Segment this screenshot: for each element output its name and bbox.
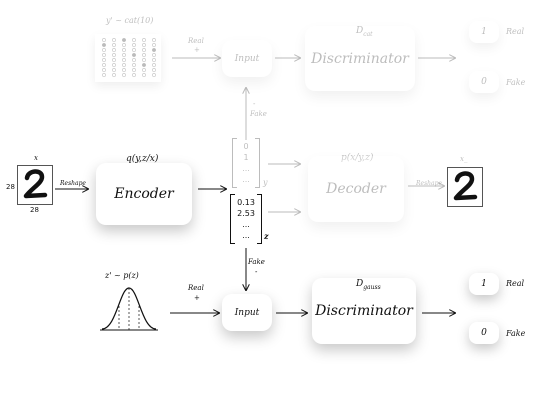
gauss-prior-label: z' ~ p(z) [105,271,139,280]
gaussian-curve-icon [100,287,158,331]
decoder-box: Decoder [308,156,404,222]
top-out-fake-value: 0 [469,71,499,93]
top-out-real-value: 1 [469,21,499,43]
reshape-out-label: Reshape [416,180,442,187]
bottom-out-fake-label: Fake [506,329,526,338]
encoder-box: Encoder [96,163,192,225]
bottom-plus-label: + [194,294,200,302]
discriminator-gauss-box: Discriminator [312,278,416,344]
top-real-label: Real [188,37,204,45]
top-fake-label: Fake [250,110,267,118]
input-digit-image [17,165,53,205]
y-label: y [263,178,268,187]
reshape-in-label: Reshape [60,180,86,187]
discriminator-cat-box: Discriminator [305,26,415,91]
discriminator-cat-label: Discriminator [311,50,409,67]
encoder-caption: q(y,z/x) [126,154,159,164]
bottom-out-fake-value: 0 [469,322,499,344]
top-plus-label: + [194,46,200,54]
z-label: z [264,231,269,241]
bottom-out-real-label: Real [506,279,525,288]
gaussian-plot [98,284,160,334]
recon-digit-image [447,167,483,207]
x-dim-bottom: 28 [30,206,39,214]
bottom-real-label: Real [188,284,204,292]
x-recon-label: x_ [460,155,468,163]
top-out-fake-label: Fake [506,78,526,87]
digit-two-icon [453,171,478,201]
x-label: x [34,154,38,162]
digit-two-icon [23,169,48,199]
one-hot-grid-icon [102,38,156,77]
top-minus-label: - [253,100,256,108]
bottom-fake-label: Fake [248,258,265,266]
top-out-real-label: Real [506,27,525,36]
cat-prior-label: y' ~ cat(10) [106,16,154,25]
bottom-input-box: Input [222,294,272,331]
x-dim-left: 28 [6,183,15,191]
disc-gauss-symbol: Dgauss [356,279,381,291]
top-input-box: Input [222,40,272,77]
bottom-minus-label: - [255,268,258,276]
disc-cat-symbol: Dcat [356,26,373,38]
bottom-out-real-value: 1 [469,273,499,295]
decoder-caption: p(x/y,z) [341,153,374,163]
cat-sample-grid [95,34,161,82]
